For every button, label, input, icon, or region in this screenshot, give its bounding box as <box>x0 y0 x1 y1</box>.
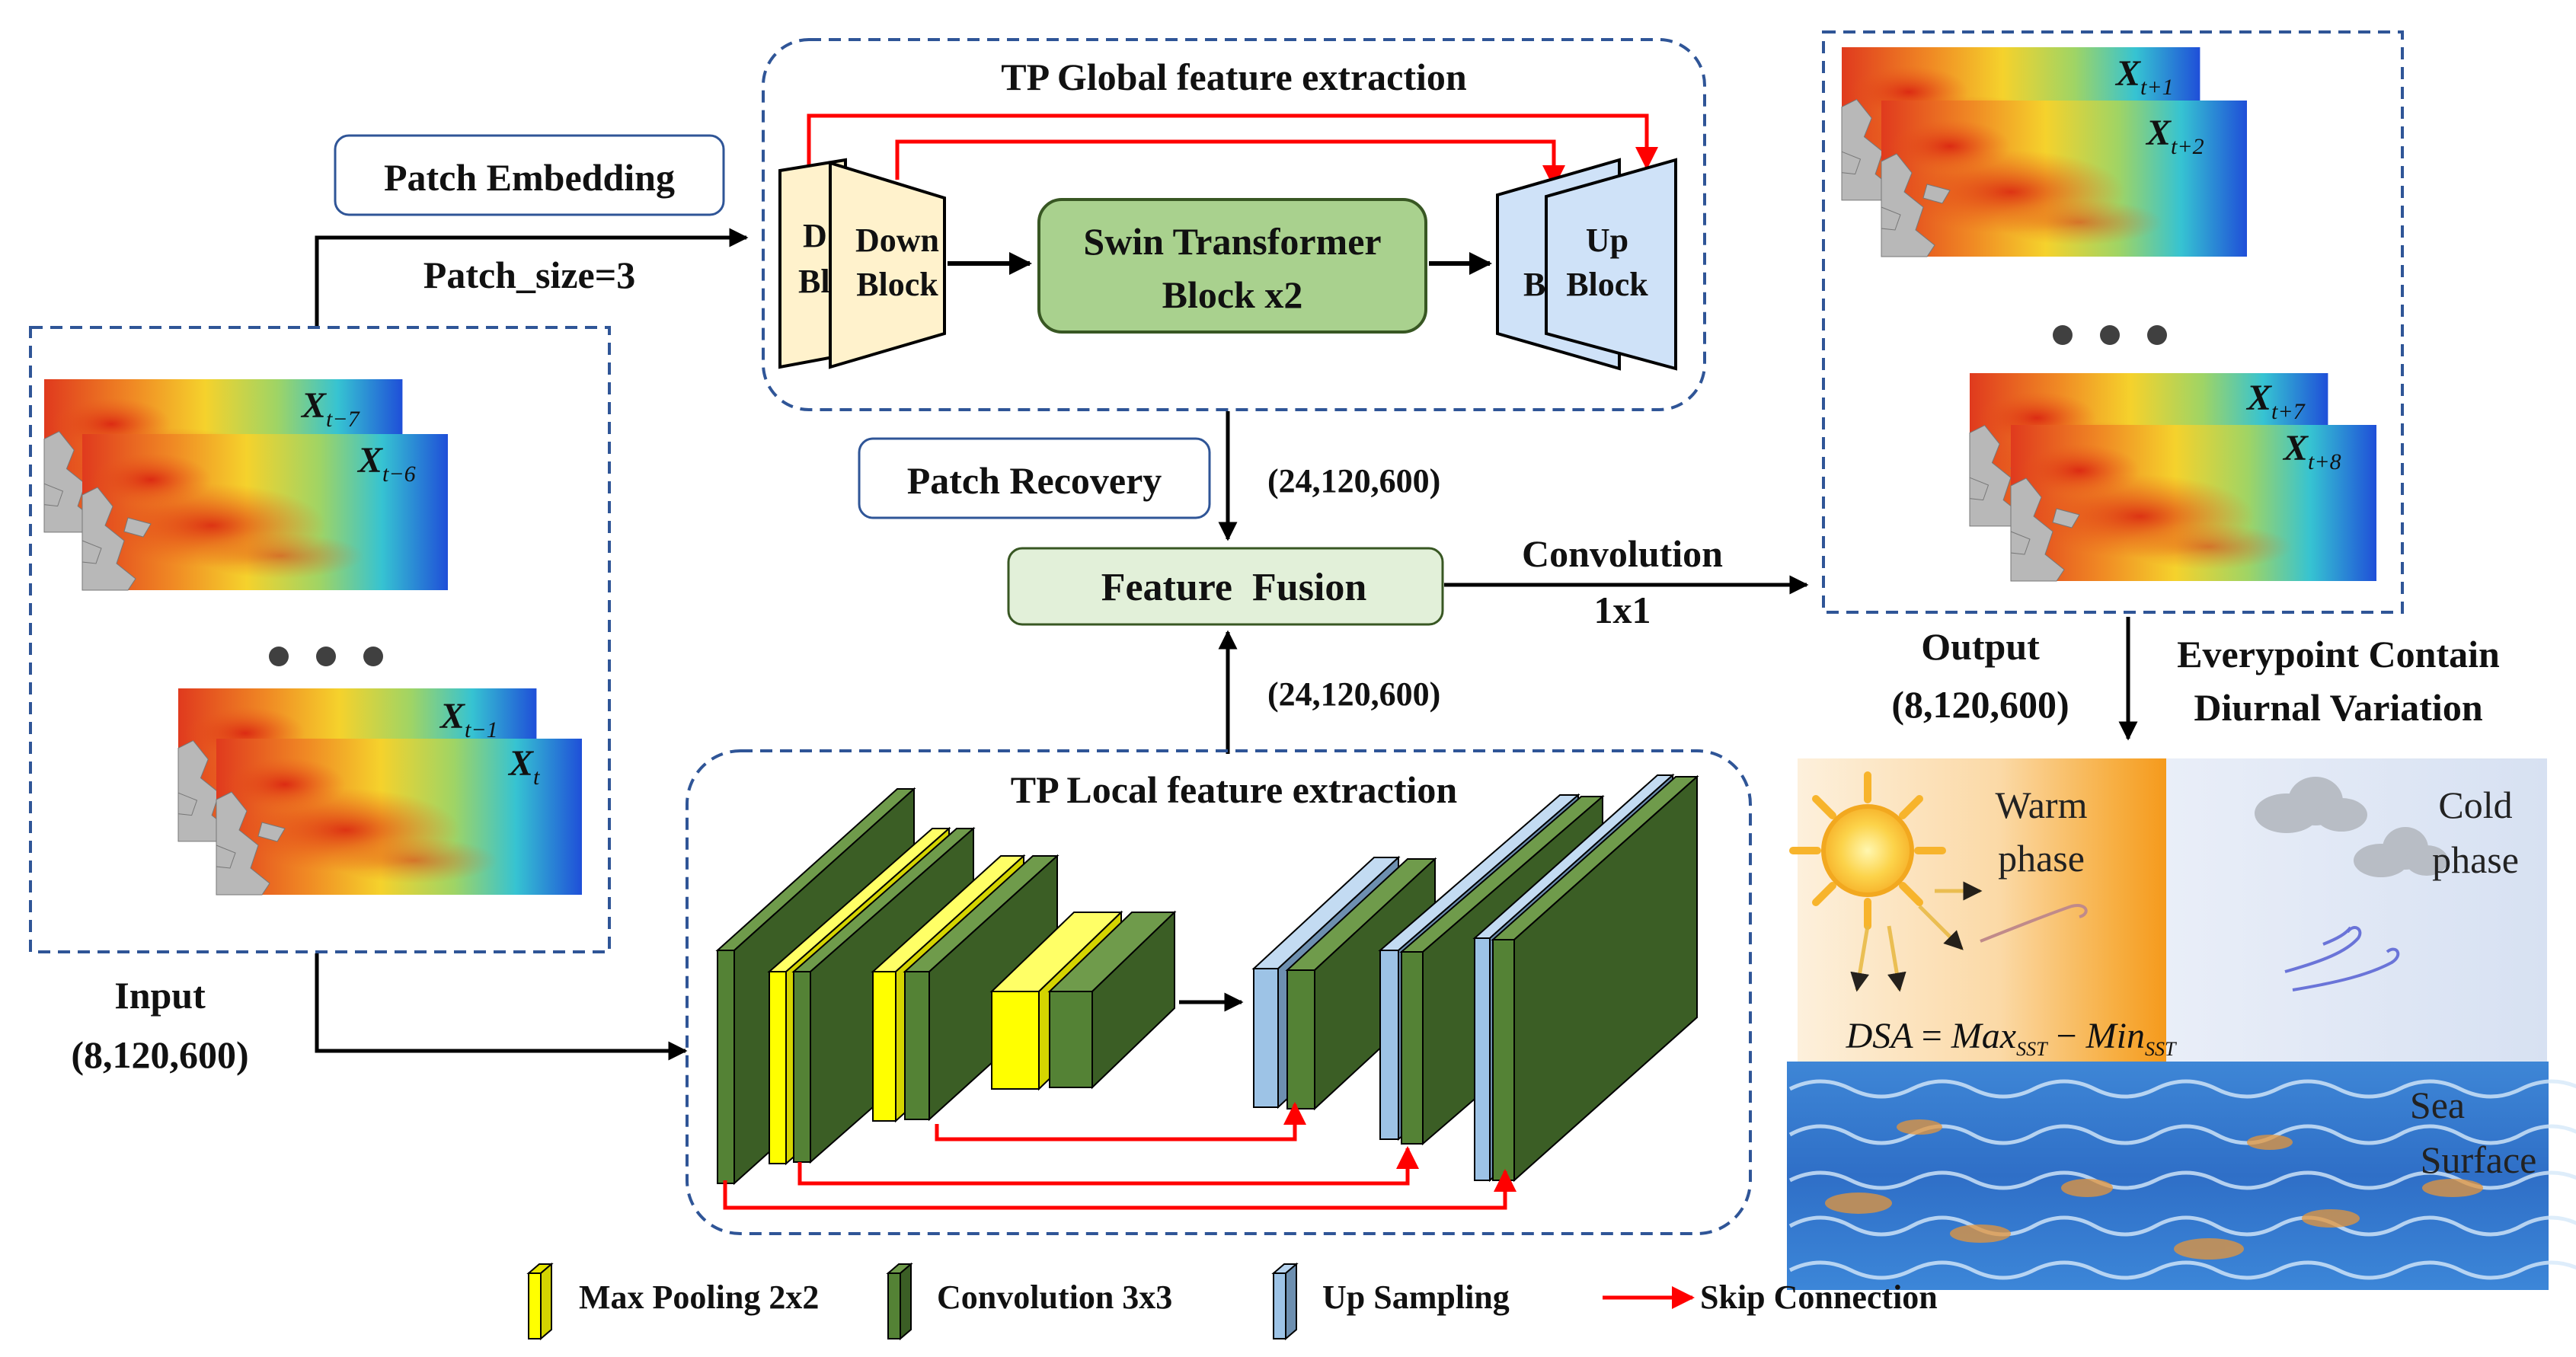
output-shape-label: (8,120,600) <box>1891 683 2069 726</box>
output-label: Output <box>1921 625 2040 668</box>
input-border <box>29 326 611 953</box>
convolution-label-2: 1x1 <box>1594 589 1651 631</box>
warm-phase-label-2: phase <box>1998 837 2085 880</box>
conv-layer <box>903 854 1059 1122</box>
arrow-input-to-local <box>315 953 688 1061</box>
swin-label-2: Block x2 <box>1162 273 1303 316</box>
global-skip-outer <box>807 113 1658 171</box>
up-block-label-2: Block <box>1566 266 1648 303</box>
legend-skip-label: Skip Connection <box>1700 1279 1938 1316</box>
patch-size-label: Patch_size=3 <box>423 254 635 296</box>
input-frame-t-6 <box>81 433 449 591</box>
output-frame-label-t+8: Xt+8 <box>2282 428 2341 474</box>
down-block-label-2: Block <box>856 266 938 303</box>
global-skip-inner <box>895 139 1565 188</box>
patch-embedding-label: Patch Embedding <box>384 156 675 199</box>
output-frame-t+2 <box>1881 100 2248 257</box>
output-frame-label-t+7: Xt+7 <box>2245 378 2306 424</box>
legend-conv-label: Convolution 3x3 <box>937 1279 1172 1316</box>
local-module-border <box>686 749 1752 1235</box>
legend-upsample-swatch <box>1271 1262 1299 1341</box>
patch-recovery-box <box>858 437 1211 519</box>
local-feature-module: TP Local feature extraction <box>686 749 1752 1235</box>
output-frame-label-t+2: Xt+2 <box>2145 113 2204 159</box>
diurnal-illustration: Warm phase Cold phase DSA = MaxSST − Min… <box>1787 758 2576 1290</box>
legend-conv-swatch <box>886 1262 913 1341</box>
conv-layer <box>1285 857 1437 1111</box>
down-block-back-label-1: D <box>803 217 827 254</box>
input-frame-label-t-1: Xt−1 <box>439 696 498 742</box>
global-module-border <box>762 38 1706 411</box>
sea-surface-label-1: Sea <box>2410 1084 2465 1126</box>
shape-global-label: (24,120,600) <box>1267 462 1440 500</box>
cloud-icon <box>2354 827 2448 877</box>
convolution-label-1: Convolution <box>1522 532 1723 575</box>
shape-local-label: (24,120,600) <box>1267 675 1440 713</box>
feature-fusion-box <box>1007 547 1444 626</box>
swin-transformer-block <box>1037 198 1427 334</box>
ellipsis-dot <box>2100 325 2120 345</box>
up-block-back-label: B <box>1523 266 1545 303</box>
input-frame-label-t-7: Xt−7 <box>300 385 361 432</box>
legend-upsample-label: Up Sampling <box>1322 1279 1510 1316</box>
patch-embedding-box <box>334 134 725 216</box>
unet-layers <box>715 773 1699 1186</box>
ellipsis-dot <box>269 647 289 666</box>
input-panel: Xt−7 Xt−6 Xt−1 Xt Input (8,120,600) <box>29 326 611 1076</box>
patch-recovery-label: Patch Recovery <box>907 459 1162 502</box>
ellipsis-dot <box>2053 325 2073 345</box>
dsa-formula: DSA = MaxSST − MinSST <box>1846 1016 2177 1060</box>
ellipsis-dot <box>2147 325 2167 345</box>
sun-rays-arrows <box>1850 881 1983 992</box>
ellipsis-dot <box>316 647 336 666</box>
diurnal-label-1: Everypoint Contain <box>2177 633 2500 675</box>
down-block-label-1: Down <box>855 222 939 259</box>
output-frame-t+8 <box>2010 424 2377 582</box>
sea-warm-patches <box>1825 1119 2483 1260</box>
legend-maxpool-swatch <box>526 1262 554 1341</box>
arrow-input-to-global <box>315 228 749 327</box>
global-module-title: TP Global feature extraction <box>1001 56 1467 98</box>
input-label: Input <box>114 974 206 1017</box>
cloud-icon <box>2255 777 2367 833</box>
conv-layer <box>1047 910 1177 1090</box>
input-shape-label: (8,120,600) <box>71 1033 248 1076</box>
warm-phase-label-1: Warm <box>1996 784 2088 826</box>
cold-phase-label-1: Cold <box>2438 784 2512 826</box>
cold-wind-icon <box>2284 926 2400 991</box>
local-skip-1 <box>935 1102 1306 1141</box>
warm-wind-icon <box>1980 904 2088 943</box>
output-panel: Xt+1 Xt+2 Xt+7 Xt+8 Output (8,120,600) <box>1822 30 2404 726</box>
input-frame-label-t: Xt <box>507 743 540 790</box>
down-block-front <box>829 161 946 369</box>
sea-surface-label-2: Surface <box>2421 1138 2537 1181</box>
swin-label-1: Swin Transformer <box>1083 220 1381 263</box>
local-module-title: TP Local feature extraction <box>1011 768 1458 811</box>
up-block-front <box>1545 158 1677 371</box>
up-block-label-1: Up <box>1586 222 1628 259</box>
legend: Max Pooling 2x2 Convolution 3x3 Up Sampl… <box>526 1262 1938 1341</box>
down-block-back-label-2: Bl <box>798 263 830 300</box>
sun-icon <box>1789 771 1946 930</box>
local-skip-2 <box>797 1146 1419 1186</box>
global-feature-module: TP Global feature extraction D Bl Down B… <box>762 38 1706 411</box>
output-border <box>1822 30 2404 614</box>
diurnal-label-2: Diurnal Variation <box>2194 686 2482 729</box>
ellipsis-dot <box>363 647 383 666</box>
local-skip-3 <box>723 1169 1517 1210</box>
cold-phase-label-2: phase <box>2432 838 2519 881</box>
input-frame-label-t-6: Xt−6 <box>356 440 416 487</box>
output-frame-label-t+1: Xt+1 <box>2114 53 2174 100</box>
legend-maxpool-label: Max Pooling 2x2 <box>579 1279 819 1316</box>
feature-fusion-label: Feature Fusion <box>1101 566 1367 609</box>
